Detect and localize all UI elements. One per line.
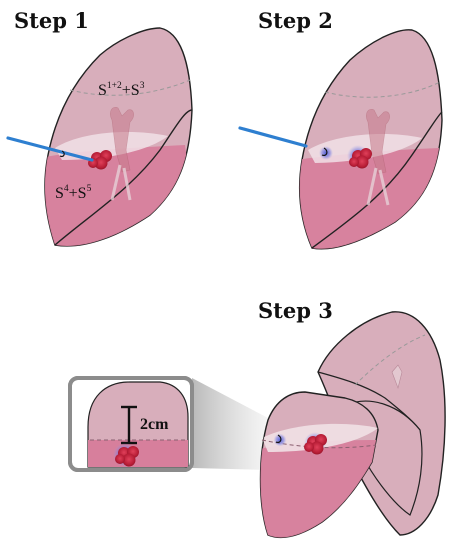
margin-label: 2cm xyxy=(140,416,169,433)
needle-hook-icon xyxy=(59,150,65,158)
localization-needle xyxy=(238,126,308,148)
segment-label-lower: S4+S5 xyxy=(55,184,92,202)
dye-marker xyxy=(273,433,287,447)
lower-lobe xyxy=(299,148,442,249)
oblique-fissure xyxy=(311,111,443,249)
dashed-fissure xyxy=(354,334,426,386)
tumor xyxy=(115,446,139,467)
step-3-title: Step 3 xyxy=(258,298,333,323)
step-2-lung xyxy=(238,29,443,250)
step-3-resected-segment xyxy=(259,391,379,539)
oblique-fissure xyxy=(54,109,193,246)
dashed-fissure xyxy=(324,81,441,98)
tumor xyxy=(349,148,372,169)
step-2-title: Step 2 xyxy=(258,8,333,33)
needle-hook-icon xyxy=(321,147,328,156)
lower-lobe xyxy=(260,440,378,538)
bronchus-branch xyxy=(366,167,390,206)
inset-border xyxy=(68,376,194,472)
bronchus xyxy=(110,107,134,173)
resection-plane xyxy=(55,132,168,160)
step-1-lung: S1+2+S3 S4+S5 xyxy=(6,27,193,247)
dye-marker xyxy=(319,146,333,160)
tumor xyxy=(88,150,112,170)
zoom-connector xyxy=(192,378,268,470)
segment-label-upper: S1+2+S3 xyxy=(98,81,145,99)
tumor xyxy=(304,434,327,455)
bronchus-stump xyxy=(391,364,403,390)
margin-inset: 2cm xyxy=(68,376,194,472)
inset-lower-lobe xyxy=(88,440,188,467)
needle-hook-icon xyxy=(275,434,282,443)
bronchus-branch xyxy=(110,164,132,201)
bronchus xyxy=(366,109,390,175)
step-1-title: Step 1 xyxy=(14,8,89,33)
localization-needle xyxy=(6,136,94,162)
